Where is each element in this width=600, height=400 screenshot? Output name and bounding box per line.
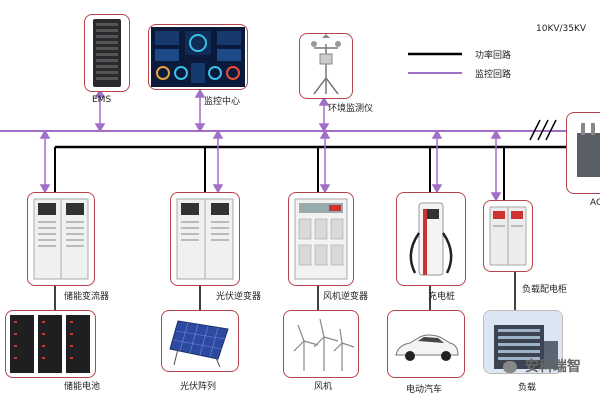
transformer-icon xyxy=(577,123,600,177)
server-rack-icon xyxy=(93,19,121,87)
top-connectors xyxy=(94,88,330,133)
watermark-text: 安科瑞智 xyxy=(524,359,581,375)
wind-turbine-icon xyxy=(293,318,355,371)
legend-power-label: 功率回路 xyxy=(475,51,512,61)
watermark: 安科瑞智 xyxy=(503,356,581,376)
wind-inverter-box[interactable] xyxy=(288,192,354,286)
distribution-cabinet-icon xyxy=(489,206,527,266)
charging-pile-label: 充电桩 xyxy=(428,292,456,302)
charger-icon xyxy=(409,202,453,276)
env-monitor-box[interactable] xyxy=(299,33,353,99)
voltage-label: 10KV/35KV xyxy=(536,24,587,34)
wind-inverter-label: 风机逆变器 xyxy=(323,292,369,302)
load-cabinet-box[interactable] xyxy=(483,200,533,272)
legend-monitor-label: 监控回路 xyxy=(475,70,512,80)
wind-turbine-label: 风机 xyxy=(314,382,333,392)
ev-box[interactable] xyxy=(387,310,465,378)
car-icon xyxy=(395,334,459,361)
charging-pile-box[interactable] xyxy=(396,192,466,286)
load-label: 负载 xyxy=(518,383,537,393)
cabinet-icon xyxy=(33,198,89,280)
pv-inverter-label: 光伏逆变器 xyxy=(216,292,262,302)
ems-label: EMS xyxy=(92,95,112,105)
pv-array-box[interactable] xyxy=(161,310,239,372)
solar-panel-icon xyxy=(169,320,229,368)
env-monitor-label: 环境监测仪 xyxy=(328,104,374,114)
battery-rack-icon xyxy=(10,315,90,373)
monitor-center-box[interactable] xyxy=(148,24,248,90)
wechat-icon xyxy=(503,361,517,373)
weather-station-icon xyxy=(311,34,341,95)
load-box[interactable] xyxy=(483,310,563,374)
mid-monitor-connectors xyxy=(39,129,502,202)
ems-box[interactable] xyxy=(84,14,130,92)
monitor-center-label: 监控中心 xyxy=(204,97,241,107)
dashboard-screen-icon xyxy=(151,27,245,87)
ev-label: 电动汽车 xyxy=(406,385,443,395)
pv-array-label: 光伏阵列 xyxy=(180,382,217,392)
storage-converter-box[interactable] xyxy=(27,192,95,286)
pv-inverter-box[interactable] xyxy=(170,192,240,286)
cabinet-icon xyxy=(176,198,234,280)
storage-converter-label: 储能变流器 xyxy=(64,292,110,302)
grid-label-partial: AC xyxy=(590,198,600,208)
load-cabinet-label: 负载配电柜 xyxy=(522,285,568,295)
battery-label: 储能电池 xyxy=(64,382,101,392)
line-break-marks xyxy=(529,119,557,141)
battery-box[interactable] xyxy=(5,310,96,378)
grid-transformer-box[interactable] xyxy=(566,112,600,194)
bottom-connectors xyxy=(54,270,516,310)
building-icon xyxy=(484,311,562,373)
wind-turbine-box[interactable] xyxy=(283,310,359,378)
cabinet-icon xyxy=(294,198,348,280)
